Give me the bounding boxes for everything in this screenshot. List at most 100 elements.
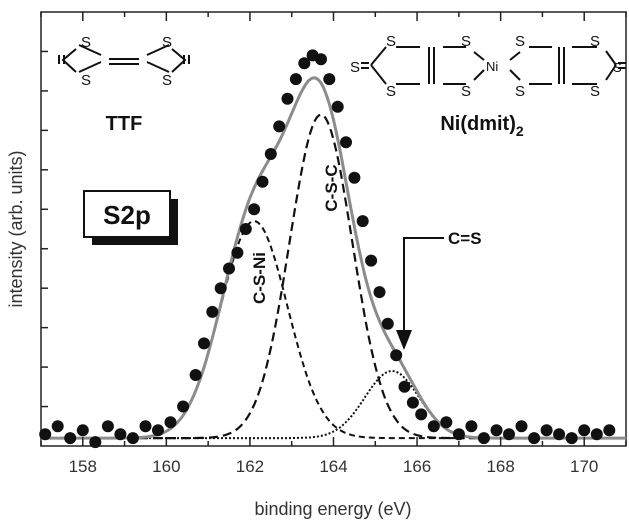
fit-components [41,113,626,440]
data-point-17 [231,246,244,259]
data-point-37 [398,380,411,393]
ni-dmit2-label-main: Ni(dmit) [440,113,516,135]
ni-atom-s-exo-left: S [350,59,360,76]
ni-dmit2-structure: S S S S S Ni S S S S S Ni(dmit)2 [350,33,626,139]
data-point-43 [465,420,478,433]
data-point-16 [223,262,235,275]
data-point-15 [214,282,227,295]
peak-label-c-s-c: C-S-C [322,164,341,211]
data-point-13 [198,337,210,350]
data-point-32 [356,215,369,228]
x-tick-label-164: 164 [319,457,347,476]
data-point-6 [114,428,127,441]
data-point-42 [452,428,465,441]
data-point-35 [381,317,394,330]
data-point-48 [528,432,541,445]
data-point-2 [64,432,77,445]
data-point-44 [477,432,490,445]
ni-atom-s-4: S [461,83,471,100]
ttf-structure: S S S S TTF [58,34,190,135]
data-point-40 [427,420,440,433]
ttf-atom-s-2: S [81,72,91,89]
data-point-49 [540,424,553,437]
s2p-badge-text: S2p [103,200,151,230]
data-point-34 [373,286,386,299]
data-point-28 [323,73,336,86]
data-point-33 [365,254,378,267]
peak-label-c-eq-s: C=S [448,229,482,248]
ni-atom-s-5: S [515,33,525,50]
data-point-47 [515,420,528,433]
data-point-18 [239,223,252,235]
data-point-14 [206,305,219,318]
c-eq-s-pointer-line [403,237,444,338]
data-point-11 [177,400,190,413]
data-point-29 [331,100,344,113]
data-point-38 [406,396,419,409]
data-point-4 [89,436,102,449]
data-point-22 [273,120,286,133]
ni-dmit2-bonds [361,46,626,85]
data-point-27 [315,53,327,66]
data-point-0 [39,428,52,441]
data-point-39 [415,408,428,421]
x-tick-label-168: 168 [486,457,514,476]
c-eq-s-pointer-arrowhead [396,330,412,350]
data-point-23 [281,92,294,105]
data-point-25 [298,57,311,70]
ni-atom-ni: Ni [486,59,498,74]
ttf-atom-s-3: S [162,34,172,51]
data-point-24 [289,73,302,86]
data-point-7 [126,432,139,445]
data-point-19 [248,203,261,216]
data-point-31 [348,171,361,184]
ni-atom-s-6: S [515,83,525,100]
x-tick-label-158: 158 [69,457,97,476]
data-point-3 [76,424,89,437]
x-axis-label: binding energy (eV) [254,499,411,519]
data-point-5 [101,420,114,433]
ni-atom-s-1: S [386,33,396,50]
component-curve-c-s-ni [41,220,626,440]
ni-dmit2-label: Ni(dmit)2 [440,113,524,139]
ni-atom-s-7: S [590,33,600,50]
x-tick-label-166: 166 [403,457,431,476]
ni-atom-s-2: S [386,83,396,100]
ttf-label: TTF [106,113,143,135]
peak-label-c-s-ni: C-S-Ni [250,252,269,304]
data-point-50 [553,428,566,441]
ttf-atom-s-4: S [162,72,172,89]
data-point-9 [152,424,164,437]
y-axis-label: intensity (arb. units) [6,150,26,307]
x-axis-ticks: 158 160 162 164 166 168 170 [40,12,627,476]
data-point-52 [578,424,591,437]
ni-atom-s-8: S [590,83,600,100]
ni-atom-s-3: S [461,33,471,50]
experimental-points [39,49,616,449]
ni-atom-s-exo-right: S [613,60,622,75]
data-point-21 [264,148,277,160]
data-point-30 [340,136,352,149]
data-point-51 [565,432,578,445]
ni-dmit2-label-subscript: 2 [516,123,524,139]
component-curve-c-s-c [41,113,626,440]
data-point-12 [189,369,202,381]
data-point-41 [440,416,453,429]
x-tick-label-170: 170 [570,457,598,476]
data-point-20 [256,175,269,188]
data-point-1 [51,420,64,433]
data-point-54 [603,424,616,437]
data-point-45 [490,424,503,437]
x-tick-label-162: 162 [236,457,264,476]
ttf-atom-s-1: S [81,34,91,51]
data-point-53 [590,428,603,441]
data-point-8 [139,420,152,433]
x-tick-label-160: 160 [152,457,180,476]
ttf-bonds [58,44,190,73]
data-point-36 [390,349,403,362]
data-point-46 [503,428,515,441]
component-curve-c-s [41,369,626,440]
data-point-10 [164,416,177,429]
s2p-badge-box [83,190,171,238]
